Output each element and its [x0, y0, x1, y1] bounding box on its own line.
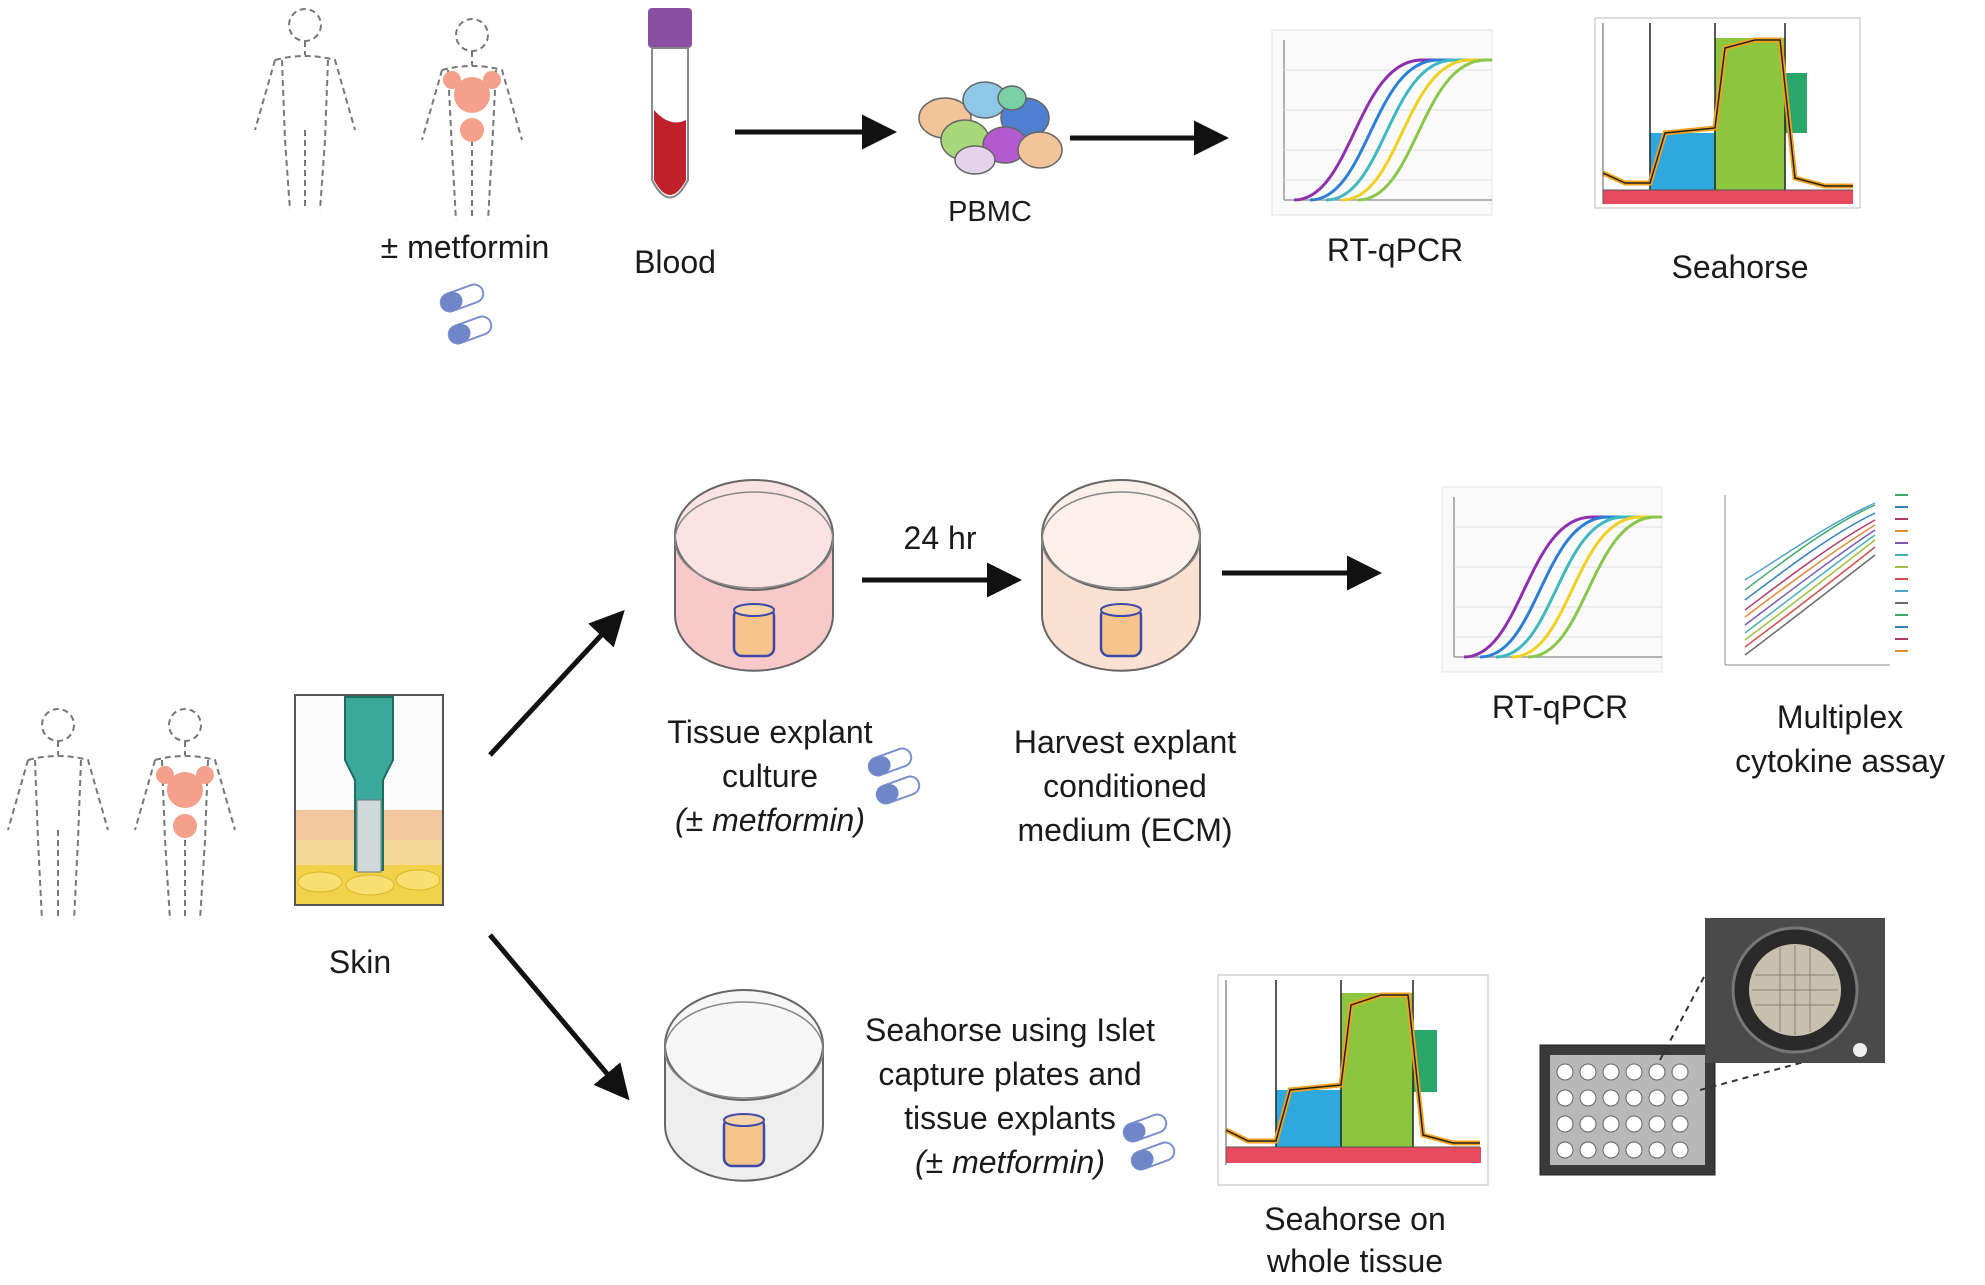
seahorse-method-line-3: tissue explants	[904, 1100, 1116, 1136]
time-label-24hr: 24 hr	[903, 520, 977, 556]
patient-body-organs-icon-bottom	[134, 708, 236, 921]
metformin-pill-icon	[437, 281, 495, 347]
arrow-skin-to-explant-culture	[488, 609, 625, 757]
conditioned-medium-dish-icon	[1041, 479, 1201, 672]
seahorse-label-top: Seahorse	[1671, 249, 1809, 285]
seahorse-tissue-line-1: Seahorse on	[1264, 1201, 1446, 1237]
rtqpcr-amplification-chart-top	[1271, 29, 1493, 216]
human-body-outline-icon	[254, 8, 356, 211]
seahorse-explant-dish-icon	[664, 989, 824, 1182]
rtqpcr-label-top: RT-qPCR	[1326, 232, 1464, 268]
skin-biopsy-punch-icon	[294, 694, 444, 906]
harvest-line-2: conditioned	[1043, 768, 1207, 804]
seahorse-tissue-line-2: whole tissue	[1266, 1243, 1444, 1279]
multiplex-label: Multiplex cytokine assay	[1690, 695, 1985, 783]
pbmc-label: PBMC	[948, 196, 1032, 228]
islet-capture-plate-photo	[1539, 918, 1885, 1176]
multiplex-line-2: cytokine assay	[1735, 743, 1945, 779]
rtqpcr-amplification-chart-bottom	[1441, 486, 1663, 673]
rtqpcr-label-bottom: RT-qPCR	[1491, 689, 1629, 725]
human-body-outline-icon-bottom	[7, 708, 109, 921]
blood-label: Blood	[634, 244, 716, 280]
blood-tube-icon	[648, 8, 692, 199]
seahorse-method-line-1: Seahorse using Islet	[865, 1012, 1155, 1048]
seahorse-method-label: Seahorse using Islet capture plates and …	[845, 1008, 1175, 1184]
tissue-explant-culture-label: Tissue explant culture (± metformin)	[630, 710, 910, 842]
multiplex-cytokine-chart	[1690, 485, 1920, 680]
explant-line-2: culture	[721, 758, 819, 794]
harvest-ecm-label: Harvest explant conditioned medium (ECM)	[985, 720, 1265, 852]
harvest-line-3: medium (ECM)	[1017, 812, 1233, 848]
multiplex-line-1: Multiplex	[1776, 699, 1904, 735]
pbmc-cells-icon	[918, 81, 1063, 175]
harvest-line-1: Harvest explant	[1013, 724, 1237, 760]
metformin-label: ± metformin	[380, 229, 550, 265]
explant-line-1: Tissue explant	[667, 714, 873, 750]
seahorse-chart-bottom	[1217, 974, 1489, 1186]
seahorse-method-line-4: (± metformin)	[914, 1144, 1105, 1180]
seahorse-whole-tissue-label: Seahorse on whole tissue	[1210, 1198, 1500, 1282]
explant-culture-dish-icon	[674, 479, 834, 672]
explant-line-3: (± metformin)	[674, 802, 865, 838]
skin-label: Skin	[328, 944, 392, 980]
patient-body-organs-icon	[421, 18, 523, 221]
arrow-skin-to-seahorse-plate	[488, 933, 630, 1101]
seahorse-method-line-2: capture plates and	[878, 1056, 1142, 1092]
seahorse-chart-top	[1594, 17, 1861, 209]
